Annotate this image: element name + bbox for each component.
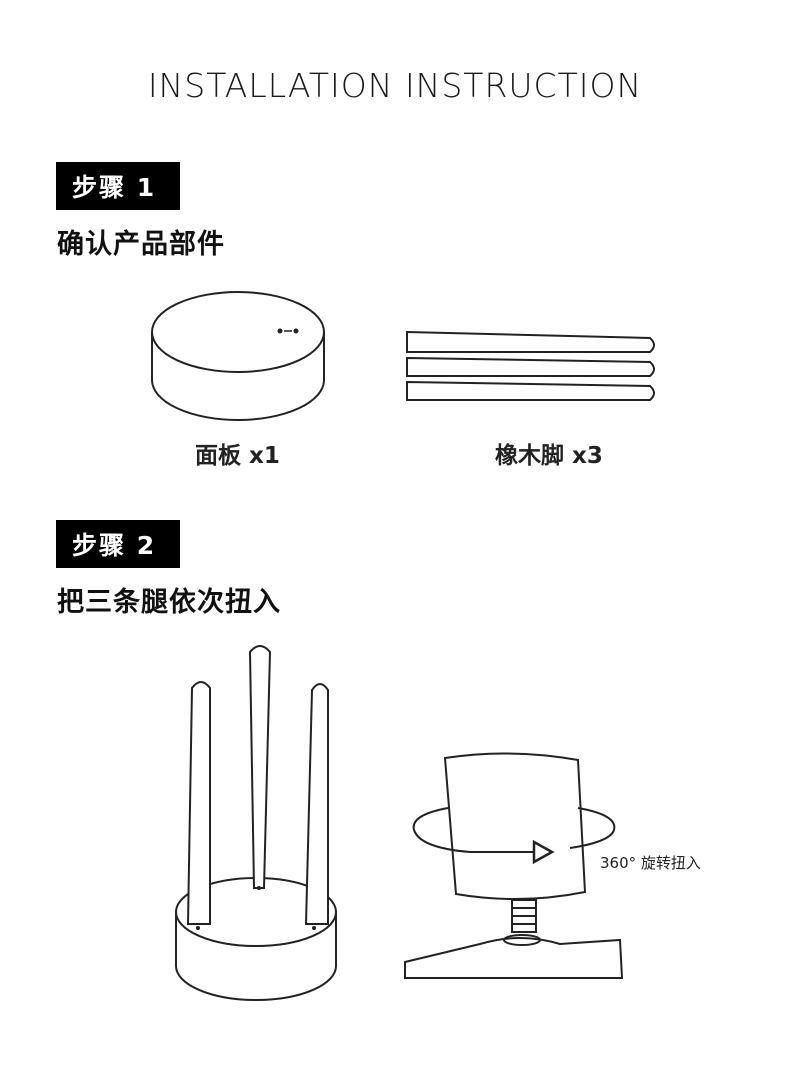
legs-caption: 橡木脚 x3 [495, 443, 603, 469]
step-1-badge: 步骤 1 [56, 162, 180, 210]
oak-legs-icon [406, 330, 655, 401]
page-title: INSTALLATION INSTRUCTION [147, 66, 643, 105]
screw-detail-icon [404, 752, 624, 979]
panel-caption: 面板 x1 [195, 443, 280, 469]
rotation-caption: 360° 旋转扭入 [600, 854, 701, 872]
assembled-stool-icon [175, 645, 337, 1001]
step-2-badge: 步骤 2 [56, 520, 180, 568]
step-1-description: 确认产品部件 [57, 229, 225, 260]
round-panel-icon [151, 291, 325, 421]
step-2-description: 把三条腿依次扭入 [57, 587, 281, 618]
